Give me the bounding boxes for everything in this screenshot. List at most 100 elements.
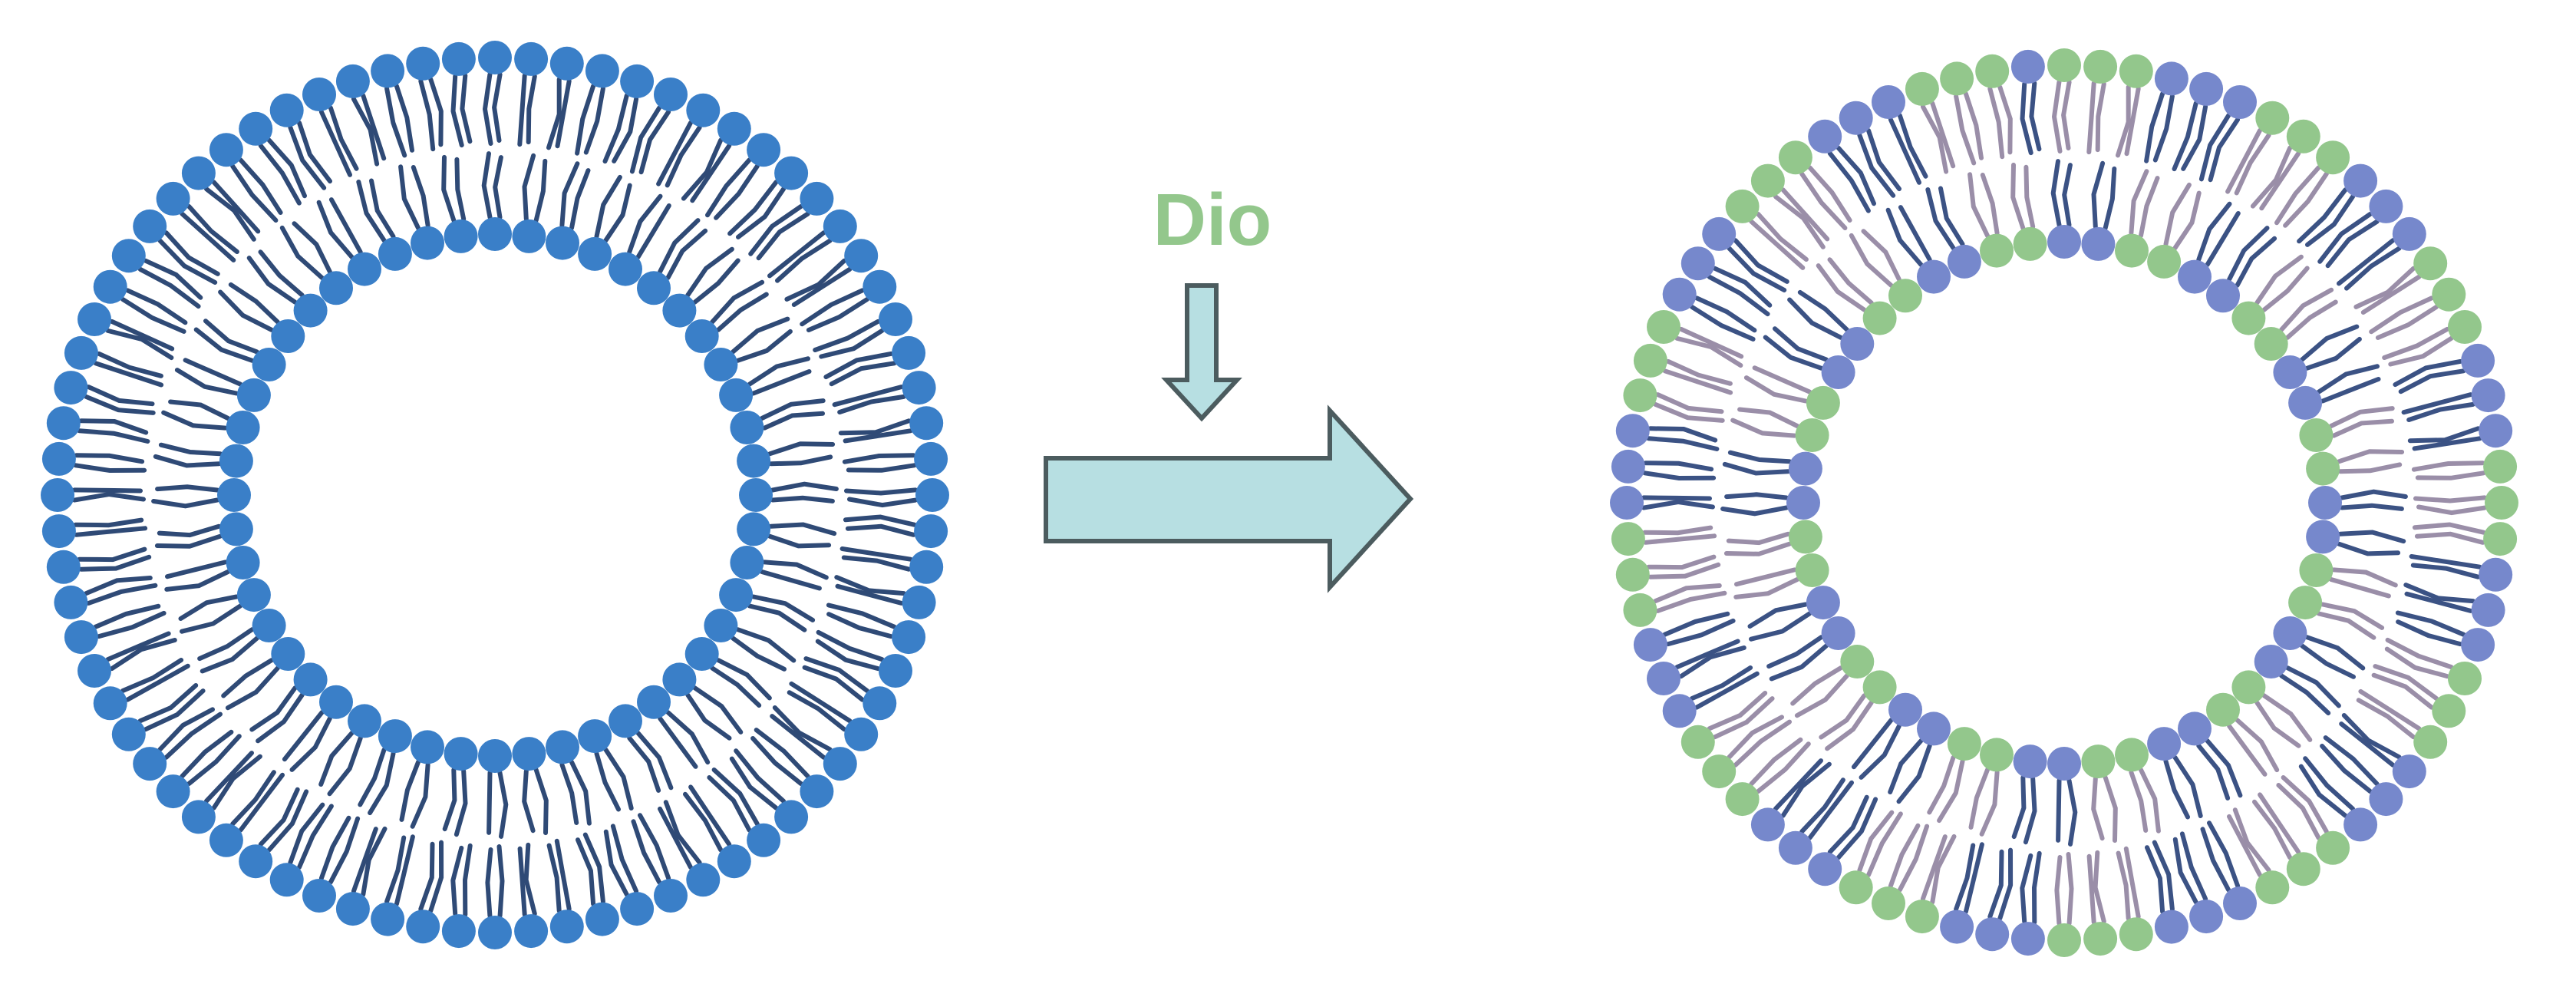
lipid-head [269, 93, 304, 127]
lipid-head [514, 914, 549, 949]
lipid-tail [2010, 162, 2026, 230]
lipid-tail [2300, 324, 2360, 362]
lipid-tail [727, 180, 779, 236]
lipid-tail [1930, 101, 1956, 169]
lipid-head [2461, 343, 2495, 378]
lipid-tail [1674, 335, 1743, 368]
lipid-tail [454, 768, 468, 837]
lipid-tail [328, 816, 361, 885]
lipid-tail [1897, 824, 1930, 893]
lipid-tail [2337, 541, 2401, 556]
lipid-tail [1925, 187, 1956, 251]
dio-lipid-head [2081, 744, 2116, 779]
lipid-head [293, 662, 328, 697]
dio-lipid-head [2299, 553, 2334, 587]
lipid-tail [1897, 113, 1928, 179]
dio-lipid-head [1795, 553, 1829, 587]
lipid-tail [384, 835, 407, 904]
lipid-tail [1678, 326, 1744, 359]
lipid-tail [603, 829, 629, 897]
lipid-head [686, 93, 721, 127]
dio-lipid-head [2231, 301, 2266, 335]
lipid-tail [1896, 743, 1932, 804]
lipid-head [717, 111, 751, 146]
lipid-tail [2172, 837, 2198, 905]
lipid-head [2288, 385, 2323, 420]
lipid-head [156, 181, 190, 216]
lipid-tail [2205, 211, 2241, 267]
lipid-tail [735, 627, 797, 663]
lipid-tail [658, 806, 693, 870]
lipid-tail [246, 256, 298, 305]
lipid-head [2273, 616, 2307, 650]
lipid-head [1615, 414, 1650, 448]
lipid-tail [2172, 101, 2198, 172]
lipid-head [2154, 61, 2188, 96]
lipid-head [747, 823, 781, 857]
lipid-tail [1997, 847, 2014, 921]
lipid-tail [1655, 590, 1727, 613]
lipid-tail [1987, 849, 2004, 919]
lipid-tail [1769, 643, 1829, 682]
lipid-tail [258, 143, 302, 206]
lipid-head [478, 41, 512, 74]
lipid-tail [1819, 693, 1867, 740]
lipid-tail [1836, 797, 1878, 860]
lipid-head [1975, 917, 2010, 952]
lipid-tail [658, 218, 701, 274]
lipid-tail [1963, 91, 1984, 160]
lipid-head [719, 378, 754, 412]
lipid-tail [1727, 450, 1792, 464]
lipid-head [909, 550, 944, 584]
lipid-head [863, 269, 897, 304]
lipid-tail [2144, 91, 2165, 163]
lipid-tail [1665, 618, 1736, 647]
lipid-head [863, 686, 897, 721]
lipid-head [578, 719, 612, 754]
lipid-tail [2208, 117, 2241, 183]
dio-lipid-head [2316, 830, 2350, 865]
lipid-tail [2279, 287, 2334, 332]
lipid-tail [109, 638, 177, 672]
lipid-tail [754, 728, 810, 779]
lipid-tail [716, 658, 772, 701]
lipid-head [637, 685, 671, 719]
lipid-head [236, 378, 271, 412]
lipid-tail [2339, 721, 2396, 768]
lipid-tail [603, 183, 632, 243]
lipid-tail [768, 522, 837, 536]
lipid-head [549, 910, 584, 944]
lipid-tail [225, 665, 280, 711]
lipid-tail [460, 73, 473, 144]
lipid-tail [168, 399, 231, 421]
lipid-head [737, 444, 771, 478]
lipid-tail [638, 813, 671, 881]
lipid-head [844, 239, 879, 273]
lipid-tail [770, 714, 826, 760]
lipid-tail [555, 78, 572, 149]
lipid-head [478, 217, 512, 251]
lipid-tail [1766, 635, 1824, 669]
lipid-tail [2227, 226, 2270, 282]
lipid-tail [2152, 94, 2175, 163]
lipid-tail [2196, 743, 2231, 801]
dio-dye-label: Dio [1153, 179, 1272, 261]
lipid-tail [582, 832, 605, 904]
lipid-head [2369, 782, 2403, 817]
lipid-tail [180, 211, 236, 262]
lipid-tail [1794, 673, 1849, 718]
dio-lipid-head [1975, 54, 2010, 88]
lipid-tail [569, 168, 591, 231]
lipid-head [133, 209, 167, 243]
lipid-tail [1641, 495, 1712, 501]
lipid-head [637, 271, 671, 305]
lipid-tail [843, 514, 917, 527]
lipid-tail [143, 688, 206, 732]
lipid-tail [1827, 794, 1869, 855]
lipid-head [378, 719, 412, 754]
lipid-tail [2252, 799, 2293, 860]
lipid-head [1808, 119, 1842, 154]
lipid-head [46, 406, 81, 441]
lipid-tail [1763, 335, 1824, 371]
lipid-head [236, 578, 271, 612]
